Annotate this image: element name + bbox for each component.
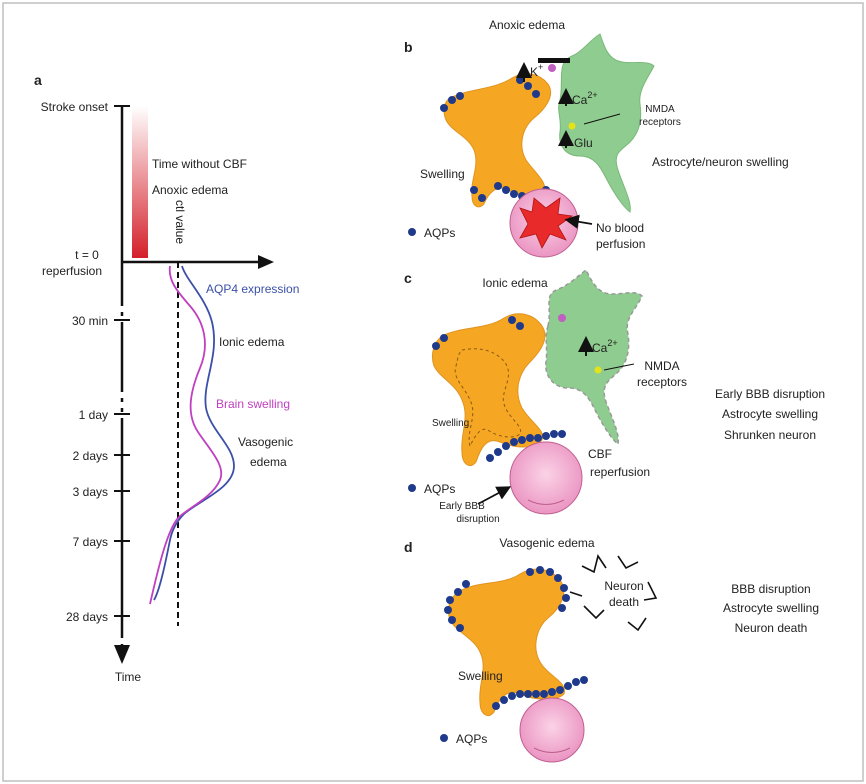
no-blood-label-1: No blood — [596, 221, 644, 235]
panel-d-letter: d — [404, 539, 413, 555]
tick-label-2days: 2 days — [73, 449, 108, 463]
brain-swelling-curve — [149, 265, 223, 605]
swelling-label-d: Swelling — [458, 669, 503, 683]
panel-b-title: Anoxic edema — [489, 18, 565, 32]
blood-clot-b — [519, 197, 574, 249]
panel-c-side-3: Shrunken neuron — [724, 428, 816, 442]
swelling-label-b: Swelling — [420, 167, 465, 181]
vessel-d-lumen — [533, 747, 571, 753]
panel-d-vasogenic: d Vasogenic edema Neuron death BBB — [404, 536, 819, 763]
panel-d-title: Vasogenic edema — [499, 536, 595, 550]
stroke-onset-label: Stroke onset — [41, 100, 109, 114]
astrocyte-c-inner-outline — [454, 348, 522, 448]
time-ticks — [114, 319, 130, 617]
no-blood-pointer — [564, 214, 593, 229]
ca-label-b: Ca2+ — [572, 90, 598, 107]
nmda-pointer-b — [583, 113, 621, 125]
panel-b-anoxic: b Anoxic edema K+ Ca2+ Glu NMDA receptor… — [404, 18, 789, 258]
neuron-death-label-1: Neuron — [604, 579, 643, 593]
anoxic-edema-label-a: Anoxic edema — [152, 183, 228, 197]
aqp-dots-c — [432, 316, 566, 462]
vessel-c — [509, 441, 583, 515]
nmda-pointer-c — [603, 363, 635, 371]
nmda-receptor-c — [594, 366, 602, 374]
tick-label-1day: 1 day — [79, 408, 108, 422]
k-channel-b — [538, 58, 570, 63]
tick-label-3days: 3 days — [73, 485, 108, 499]
aqps-label-c: AQPs — [424, 482, 455, 496]
nmda-label-c-2: receptors — [637, 375, 687, 389]
panel-d-side-1: BBB disruption — [731, 582, 810, 596]
glu-receptor-b — [568, 122, 576, 130]
time-without-cbf-label: Time without CBF — [152, 157, 247, 171]
panel-d-side-3: Neuron death — [735, 621, 808, 635]
time-axis-arrow — [114, 645, 130, 664]
aqps-label-d: AQPs — [456, 732, 487, 746]
astrocyte-c — [431, 313, 546, 467]
nmda-label-b-1: NMDA — [645, 104, 675, 115]
early-bbb-label-1: Early BBB — [439, 501, 485, 512]
time-without-cbf-bar — [132, 106, 148, 258]
t0-label: t = 0 — [75, 248, 99, 262]
time-axis-label: Time — [115, 670, 142, 684]
panel-c-side-1: Early BBB disruption — [715, 387, 825, 401]
aqp-legend-dot-b — [408, 228, 416, 236]
t0-axis-arrow — [258, 255, 274, 269]
panel-b-letter: b — [404, 39, 413, 55]
k-ion-b — [548, 64, 556, 72]
aqp4-expression-curve — [153, 265, 235, 601]
aqp-legend-dot-c — [408, 484, 416, 492]
tick-label-30min: 30 min — [72, 314, 108, 328]
neuron-c — [545, 268, 643, 446]
aqp-legend-dot-d — [440, 734, 448, 742]
panel-a-letter: a — [34, 72, 42, 88]
nmda-label-c-1: NMDA — [644, 359, 679, 373]
k-label: K+ — [530, 62, 543, 79]
neuron-death-label-2: death — [609, 595, 639, 609]
nmda-label-b-2: receptors — [639, 117, 681, 128]
ion-c — [558, 314, 566, 322]
panel-c-letter: c — [404, 270, 412, 286]
glu-label: Glu — [574, 136, 593, 150]
swelling-label-c: Swelling — [432, 418, 469, 429]
reperfusion-label: reperfusion — [42, 264, 102, 278]
aqp-dots-d — [444, 566, 588, 710]
panel-c-ionic: c Ionic edema Ca2+ NMDA receptors Early … — [404, 268, 825, 525]
tick-label-28days: 28 days — [66, 610, 108, 624]
vasogenic-label-a-1: Vasogenic — [238, 435, 293, 449]
neuron-death-fragments — [569, 554, 658, 632]
vessel-c-lumen — [527, 499, 565, 505]
panel-c-side-2: Astrocyte swelling — [722, 407, 818, 421]
ionic-edema-label-a: Ionic edema — [219, 335, 285, 349]
panel-a-timeline: a Time Stroke onset Time without CBF Ano… — [34, 72, 299, 684]
cbf-label-1: CBF — [588, 447, 612, 461]
brain-swelling-label: Brain swelling — [216, 397, 290, 411]
aqps-label-b: AQPs — [424, 226, 455, 240]
neuron-b — [558, 33, 655, 213]
early-bbb-label-2: disruption — [456, 514, 499, 525]
tick-label-7days: 7 days — [73, 535, 108, 549]
panel-d-side-2: Astrocyte swelling — [723, 601, 819, 615]
aqp4-expression-label: AQP4 expression — [206, 282, 299, 296]
ca-label-c: Ca2+ — [592, 338, 618, 355]
cbf-label-2: reperfusion — [590, 465, 650, 479]
ctl-value-label: ctl value — [173, 200, 187, 244]
vessel-d — [519, 697, 585, 763]
panel-c-title: Ionic edema — [482, 276, 548, 290]
no-blood-label-2: perfusion — [596, 237, 645, 251]
early-bbb-pointer — [477, 486, 512, 505]
vasogenic-label-a-2: edema — [250, 455, 287, 469]
panel-b-side-note: Astrocyte/neuron swelling — [652, 155, 789, 169]
